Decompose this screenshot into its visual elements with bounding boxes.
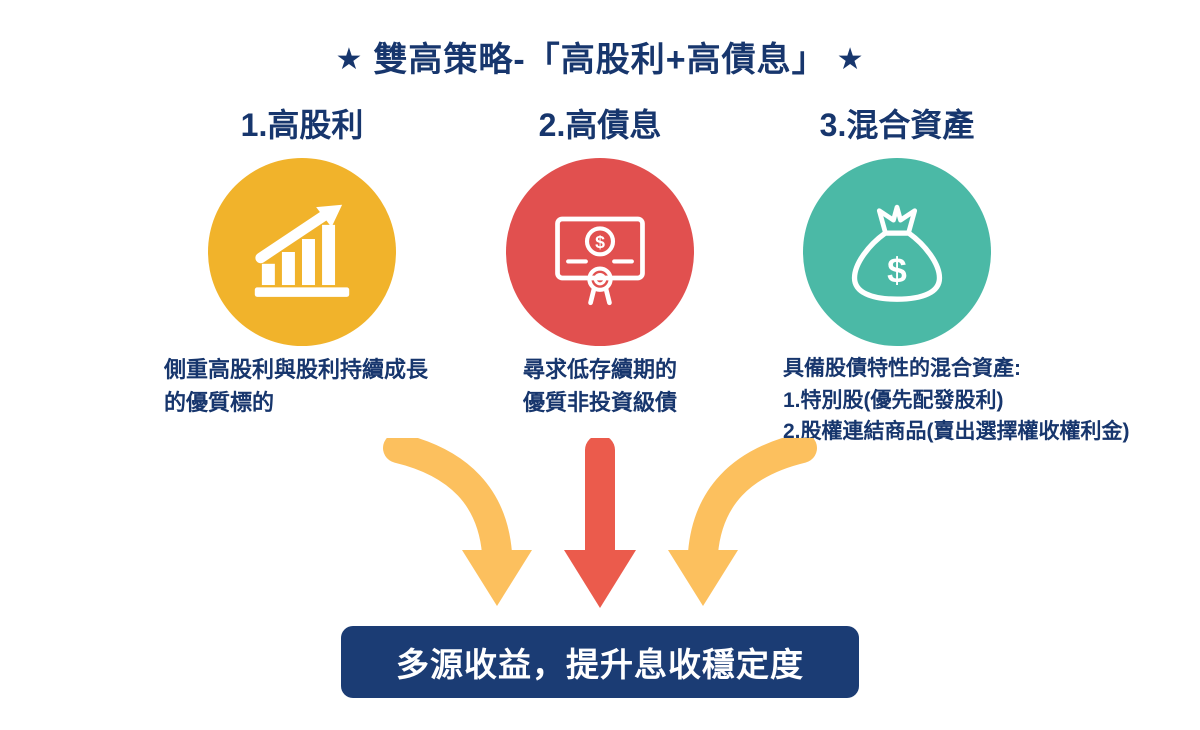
description-line: 1.特別股(優先配發股利): [783, 388, 1004, 412]
merge-arrow-left: [383, 438, 512, 568]
description-line: 尋求低存續期的: [522, 357, 677, 382]
svg-text:$: $: [887, 252, 907, 291]
description-line: 優質非投資級債: [522, 390, 677, 415]
svg-text:$: $: [595, 232, 605, 252]
star-right-icon: ★: [836, 43, 865, 76]
conclusion-banner: 多源收益，提升息收穩定度: [341, 626, 859, 698]
hybrid-assets-description: 具備股債特性的混合資產: 1.特別股(優先配發股利) 2.股權連結商品(賣出選擇…: [783, 353, 1193, 448]
column-heading-high-bond-yield: 2.高債息: [538, 107, 662, 143]
star-left-icon: ★: [335, 43, 364, 76]
high-dividend-circle: [208, 158, 396, 346]
growth-chart-icon: [254, 204, 350, 297]
merge-arrow-right-head: [668, 550, 738, 606]
description-line: 的優質標的: [164, 390, 275, 415]
column-heading-hybrid-assets: 3.混合資產: [819, 107, 975, 143]
converging-arrows: [383, 438, 817, 608]
high-bond-yield-circle: $: [506, 158, 694, 346]
description-line: 側重高股利與股利持續成長: [164, 357, 429, 382]
high-dividend-description: 側重高股利與股利持續成長 的優質標的: [164, 353, 484, 419]
merge-arrow-right: [688, 438, 817, 568]
description-line: 具備股債特性的混合資產:: [783, 357, 1021, 380]
bond-certificate-icon: $: [555, 216, 645, 306]
conclusion-text: 多源收益，提升息收穩定度: [396, 646, 804, 683]
hybrid-assets-circle: $: [803, 158, 991, 346]
description-line: 2.股權連結商品(賣出選擇權收權利金): [783, 420, 1130, 443]
merge-arrow-left-head: [462, 550, 532, 606]
page-title: ★ 雙高策略-「高股利+高債息」 ★: [0, 32, 1200, 81]
page-title-text: 雙高策略-「高股利+高債息」: [373, 41, 827, 79]
column-heading-high-dividend: 1.高股利: [240, 107, 364, 143]
high-bond-yield-description: 尋求低存續期的 優質非投資級債: [440, 353, 760, 419]
merge-arrow-down-head: [564, 550, 636, 608]
money-bag-icon: $: [851, 204, 943, 302]
